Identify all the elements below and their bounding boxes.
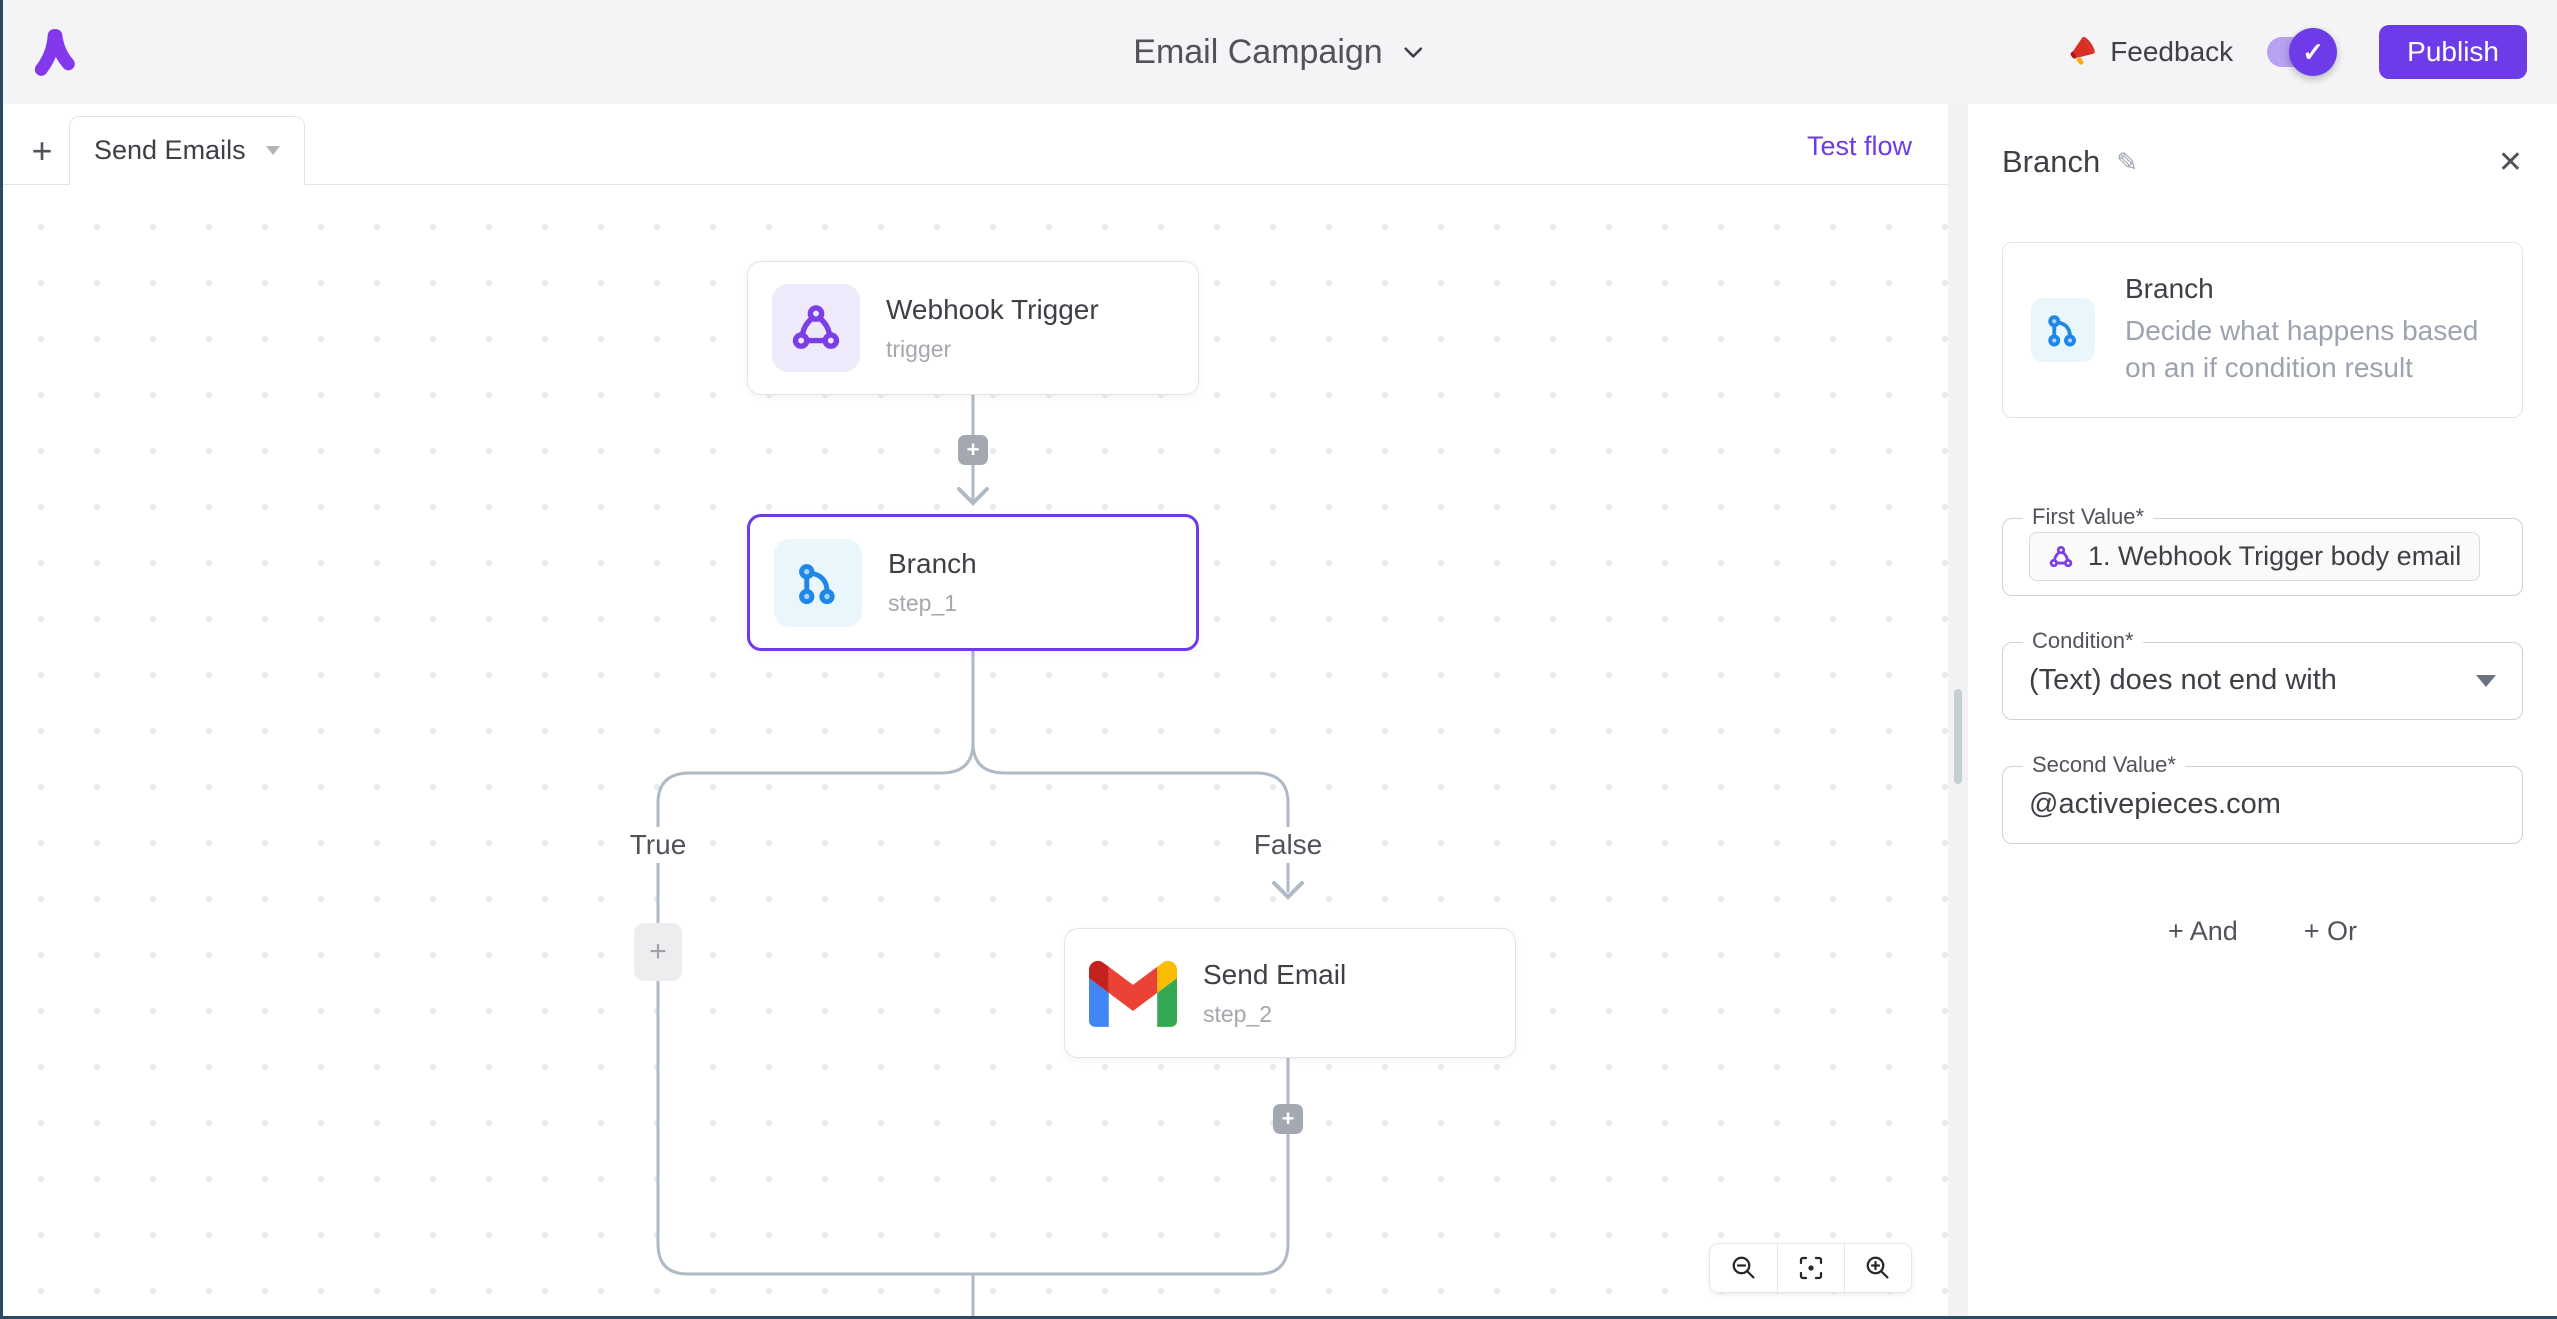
feedback-link[interactable]: Feedback: [2064, 36, 2233, 68]
flow-title-dropdown[interactable]: Email Campaign: [1133, 33, 1426, 72]
edit-name-icon[interactable]: ✎: [2116, 146, 2139, 177]
branch-true-label: True: [619, 827, 697, 863]
condition-select[interactable]: Condition* (Text) does not end with: [2002, 627, 2523, 720]
add-flow-button[interactable]: +: [31, 130, 53, 171]
node-send-email[interactable]: Send Email step_2: [1064, 928, 1516, 1058]
panel-header: Branch ✎ ✕: [2002, 144, 2523, 180]
fit-view-button[interactable]: [1777, 1244, 1844, 1292]
node-text: Webhook Trigger trigger: [886, 294, 1099, 363]
header-actions: Feedback ✓ Publish: [2064, 25, 2527, 79]
node-subtitle: step_1: [888, 590, 958, 616]
chevron-down-icon: [1404, 47, 1423, 58]
check-icon: ✓: [2302, 36, 2325, 67]
token-label: 1. Webhook Trigger body email: [2088, 541, 2462, 572]
toggle-thumb: ✓: [2289, 28, 2338, 76]
second-value-text: @activepieces.com: [2029, 788, 2281, 821]
step-settings-panel: Branch ✎ ✕ Branch Decide what happe: [1968, 104, 2557, 1316]
top-header: Email Campaign Feedback ✓: [3, 0, 2557, 104]
step-info-card: Branch Decide what happens based on an i…: [2002, 242, 2523, 418]
add-step-placeholder[interactable]: +: [634, 923, 682, 981]
node-text: Send Email step_2: [1203, 959, 1346, 1028]
publish-button[interactable]: Publish: [2379, 25, 2527, 79]
tab-send-emails[interactable]: Send Emails: [69, 116, 305, 185]
branch-false-label: False: [1243, 827, 1333, 863]
node-branch[interactable]: Branch step_1: [747, 514, 1199, 651]
canvas-column: + Send Emails Test flow: [3, 104, 1948, 1316]
node-title: Branch: [888, 548, 977, 579]
condition-value: (Text) does not end with: [2029, 664, 2337, 697]
add-or-button[interactable]: + Or: [2303, 915, 2358, 946]
vertical-scrollbar[interactable]: [1948, 104, 1968, 1316]
first-value-label: First Value*: [2023, 503, 2154, 530]
feedback-label: Feedback: [2110, 36, 2234, 67]
flow-tabbar: + Send Emails Test flow: [3, 104, 1948, 185]
node-subtitle: step_2: [1203, 1000, 1273, 1027]
panel-title: Branch: [2002, 144, 2101, 179]
zoom-out-button[interactable]: [1710, 1244, 1777, 1292]
zoom-in-button[interactable]: [1844, 1244, 1911, 1292]
step-info-text: Branch Decide what happens based on an i…: [2125, 273, 2494, 387]
step-name: Branch: [2125, 273, 2214, 304]
add-step-button[interactable]: +: [1273, 1104, 1303, 1134]
node-title: Send Email: [1203, 958, 1347, 990]
canvas-zoom-controls: [1709, 1243, 1912, 1293]
gmail-icon: [1089, 949, 1177, 1037]
webhook-icon: [2049, 545, 2073, 568]
branch-icon: [2031, 297, 2095, 362]
tab-label: Send Emails: [94, 135, 246, 165]
flow-edges: [656, 393, 1304, 1316]
tab-caret-icon[interactable]: [265, 146, 280, 155]
add-and-button[interactable]: + And: [2167, 915, 2238, 946]
fit-view-icon: [1799, 1256, 1823, 1280]
node-text: Branch step_1: [888, 548, 977, 617]
zoom-in-icon: [1866, 1256, 1889, 1279]
flow-enabled-toggle[interactable]: ✓: [2267, 28, 2338, 76]
zoom-out-icon: [1732, 1256, 1754, 1279]
select-caret-icon: [2476, 674, 2496, 687]
first-value-token[interactable]: 1. Webhook Trigger body email: [2029, 532, 2481, 582]
add-step-button[interactable]: +: [958, 435, 988, 465]
webhook-icon: [772, 284, 860, 372]
flow-canvas[interactable]: Webhook Trigger trigger +: [3, 185, 1948, 1316]
close-panel-button[interactable]: ✕: [2497, 145, 2523, 179]
flow-title: Email Campaign: [1133, 32, 1383, 71]
branch-icon: [774, 538, 862, 627]
second-value-label: Second Value*: [2023, 751, 2185, 778]
node-webhook-trigger[interactable]: Webhook Trigger trigger: [747, 261, 1199, 395]
scrollbar-thumb[interactable]: [1954, 689, 1962, 784]
node-title: Webhook Trigger: [886, 293, 1099, 325]
test-flow-link[interactable]: Test flow: [1806, 130, 1912, 161]
first-value-field[interactable]: First Value* 1. Webhook Trigger body ema…: [2002, 503, 2523, 596]
condition-label: Condition*: [2023, 627, 2143, 654]
workspace: + Send Emails Test flow: [3, 104, 2557, 1316]
second-value-field[interactable]: Second Value* @activepieces.com: [2002, 751, 2523, 844]
step-description: Decide what happens based on an if condi…: [2125, 315, 2479, 383]
node-subtitle: trigger: [886, 335, 952, 362]
megaphone-icon: [2070, 36, 2095, 65]
condition-group-actions: + And + Or: [2002, 916, 2523, 947]
activepieces-logo-icon[interactable]: [33, 26, 77, 78]
